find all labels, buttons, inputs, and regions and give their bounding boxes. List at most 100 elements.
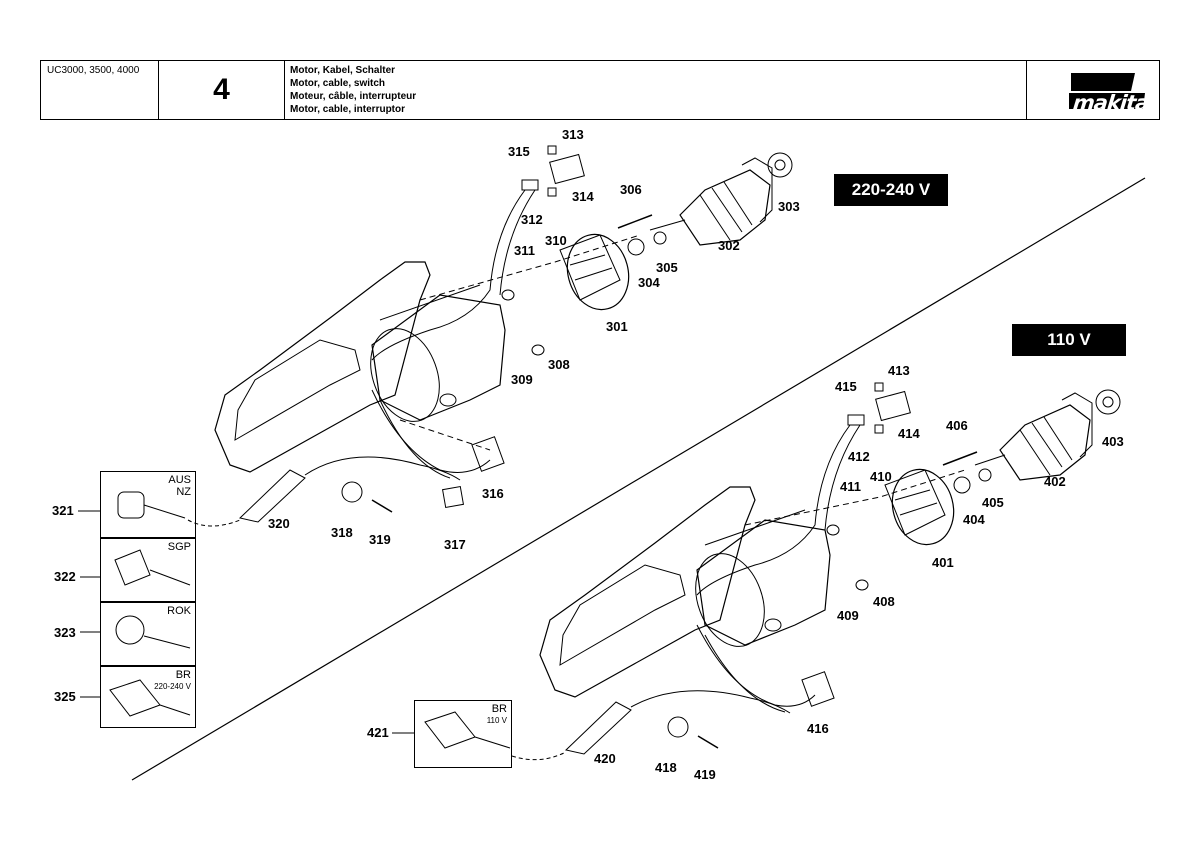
logo-mark-icon — [1069, 73, 1145, 109]
part-label-405: 405 — [982, 495, 1004, 510]
part-label-412: 412 — [848, 449, 870, 464]
part-label-401: 401 — [932, 555, 954, 570]
bearing-404 — [953, 476, 971, 494]
plug-br-110-drawing — [424, 711, 511, 749]
part-label-320: 320 — [268, 516, 290, 531]
screw-319 — [371, 499, 393, 513]
bearing-303 — [767, 152, 793, 178]
housing-upper — [214, 261, 506, 473]
plug-label-br: BR — [175, 669, 191, 681]
makita-logo: makita — [1069, 69, 1150, 115]
switch-413 — [875, 390, 911, 422]
plug-label-sgp: SGP — [167, 541, 191, 553]
part-label-402: 402 — [1044, 474, 1066, 489]
header-table: UC3000, 3500, 4000 4 Motor, Kabel, Schal… — [40, 60, 1160, 120]
part-label-411: 411 — [840, 479, 861, 494]
washer-305 — [653, 231, 667, 245]
plug-rok-drawing — [115, 615, 191, 649]
model-cell: UC3000, 3500, 4000 — [41, 61, 159, 119]
bearing-304 — [627, 238, 645, 256]
part-label-303: 303 — [778, 199, 800, 214]
clamp-318 — [341, 481, 363, 503]
plug-aus-drawing — [117, 491, 186, 519]
part-label-413: 413 — [888, 363, 910, 378]
armature-402 — [974, 392, 1093, 481]
plug-label-br-110: BR — [491, 703, 507, 715]
part-label-409: 409 — [837, 608, 859, 623]
connector-312 — [521, 179, 539, 191]
part-label-410: 410 — [870, 469, 892, 484]
title-de: Motor, Kabel, Schalter — [290, 65, 396, 76]
part-label-323: 323 — [54, 625, 76, 640]
terminal-408 — [855, 579, 869, 591]
plug-box-br-low: BR 110 V — [414, 700, 512, 768]
logo-cell: makita — [1027, 61, 1159, 119]
part-label-415: 415 — [835, 379, 857, 394]
plug-sgp-drawing — [114, 549, 191, 586]
plug-label-br-110-voltage: 110 V — [486, 716, 507, 725]
part-label-419: 419 — [694, 767, 716, 782]
clamp-418 — [667, 716, 689, 738]
switch-313 — [549, 153, 585, 185]
motor-housing-401 — [884, 468, 955, 546]
title-en: Motor, cable, switch — [290, 78, 386, 89]
title-cell: Motor, Kabel, Schalter Motor, cable, swi… — [285, 61, 1027, 119]
part-415 — [874, 382, 884, 392]
housing-lower — [539, 486, 831, 698]
part-315 — [547, 145, 557, 155]
connector-412 — [847, 414, 865, 426]
part-label-322: 322 — [54, 569, 76, 584]
plug-label-aus: AUS — [168, 474, 191, 486]
terminal-308 — [531, 344, 545, 356]
plug-br-drawing — [109, 679, 191, 717]
screw-306 — [617, 214, 653, 229]
title-fr: Moteur, câble, interrupteur — [290, 91, 417, 102]
part-label-302: 302 — [718, 238, 740, 253]
wire-upper-1 — [371, 189, 526, 361]
switch-416 — [801, 671, 835, 707]
title-es: Motor, cable, interruptor — [290, 104, 406, 115]
part-label-403: 403 — [1102, 434, 1124, 449]
part-label-311: 311 — [514, 243, 535, 258]
part-label-304: 304 — [638, 275, 660, 290]
part-label-406: 406 — [946, 418, 968, 433]
plug-box-aus-nz: AUS NZ — [100, 471, 196, 538]
part-label-414: 414 — [898, 426, 920, 441]
terminal-411 — [826, 524, 840, 536]
voltage-badge-low: 110 V — [1012, 324, 1126, 356]
divider-line — [131, 177, 1146, 781]
switch-316 — [471, 436, 505, 472]
part-314 — [547, 187, 557, 197]
motor-housing-301 — [559, 233, 630, 311]
screw-406 — [942, 451, 978, 466]
bearing-403 — [1095, 389, 1121, 415]
washer-405 — [978, 468, 992, 482]
terminal-311 — [501, 289, 515, 301]
cable-sleeve-420 — [564, 701, 632, 755]
part-label-404: 404 — [963, 512, 985, 527]
part-label-420: 420 — [594, 751, 616, 766]
part-414 — [874, 424, 884, 434]
part-label-301: 301 — [606, 319, 628, 334]
part-label-319: 319 — [369, 532, 391, 547]
part-label-325: 325 — [54, 689, 76, 704]
part-label-305: 305 — [656, 260, 678, 275]
part-label-309: 309 — [511, 372, 533, 387]
part-label-310: 310 — [545, 233, 567, 248]
part-label-314: 314 — [572, 189, 594, 204]
voltage-badge-high: 220-240 V — [834, 174, 948, 206]
plug-label-rok: ROK — [167, 605, 191, 617]
plug-box-br-high: BR 220-240 V — [100, 666, 196, 728]
plug-box-sgp: SGP — [100, 538, 196, 602]
part-label-306: 306 — [620, 182, 642, 197]
part-label-312: 312 — [521, 212, 543, 227]
part-label-321: 321 — [52, 503, 74, 518]
plug-label-br-voltage: 220-240 V — [154, 682, 191, 691]
part-317 — [441, 485, 465, 509]
part-label-416: 416 — [807, 721, 829, 736]
part-label-317: 317 — [444, 537, 466, 552]
armature-302 — [649, 157, 773, 246]
part-label-313: 313 — [562, 127, 584, 142]
part-label-308: 308 — [548, 357, 570, 372]
